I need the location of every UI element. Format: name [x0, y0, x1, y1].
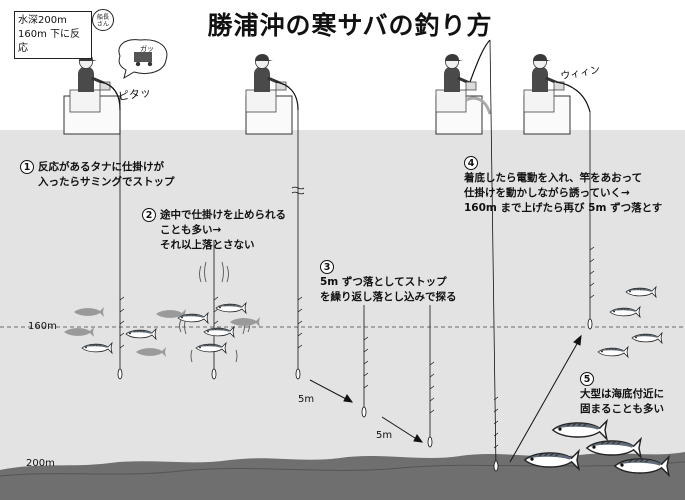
sound-effect-ga: ガッ [140, 45, 154, 53]
step-text: 大型は海底付近に [580, 388, 664, 400]
step-text: それ以上落とさない [160, 239, 255, 251]
step-text: 5m ずつ落としてストップ [320, 276, 447, 288]
step-text: 途中で仕掛けを止められる [160, 209, 286, 221]
step-4-note: 4 着底したら電動を入れ、竿をあおって 仕掛けを動かしながら誘っていく→ 160… [464, 156, 662, 216]
step-number: 4 [464, 156, 478, 170]
distance-label: 5m [298, 394, 315, 405]
depth-info-box: 水深200m 160m 下に反応 [14, 11, 92, 59]
step-text: 仕掛けを動かしながら誘っていく→ [464, 187, 630, 199]
step-1-note: 1 反応があるタナに仕掛けが 入ったらサミングでストップ [20, 160, 175, 190]
depth-label-160m: 160m [28, 321, 57, 332]
step-2-note: 2 途中で仕掛けを止められる ことも多い→ それ以上落とさない [142, 208, 286, 253]
step-number: 2 [142, 208, 156, 222]
step-text: 固まることも多い [580, 403, 664, 415]
depth-label-200m: 200m [26, 458, 55, 469]
step-text: ことも多い→ [160, 224, 222, 236]
step-text: 160m まで上げたら再び 5m ずつ落とす [464, 202, 663, 214]
badge-line: さん [96, 21, 109, 28]
depth-info-line: 水深200m [18, 15, 67, 26]
depth-info-line: 160m 下に反応 [18, 29, 81, 54]
step-text: 入ったらサミングでストップ [38, 176, 175, 188]
step-text: を繰り返し落とし込みで探る [320, 291, 457, 303]
step-5-note: 5 大型は海底付近に 固まることも多い [580, 372, 664, 417]
step-text: 反応があるタナに仕掛けが [38, 161, 164, 173]
step-3-note: 3 5m ずつ落としてストップ を繰り返し落とし込みで探る [320, 260, 457, 305]
distance-label: 5m [376, 430, 393, 441]
step-text: 着底したら電動を入れ、竿をあおって [464, 172, 643, 184]
captain-badge: 船長 さん [92, 9, 114, 31]
step-number: 3 [320, 260, 334, 274]
step-number: 5 [580, 372, 594, 386]
page-title: 勝浦沖の寒サバの釣り方 [207, 11, 493, 40]
step-number: 1 [20, 160, 34, 174]
badge-line: 船長 [96, 14, 109, 21]
